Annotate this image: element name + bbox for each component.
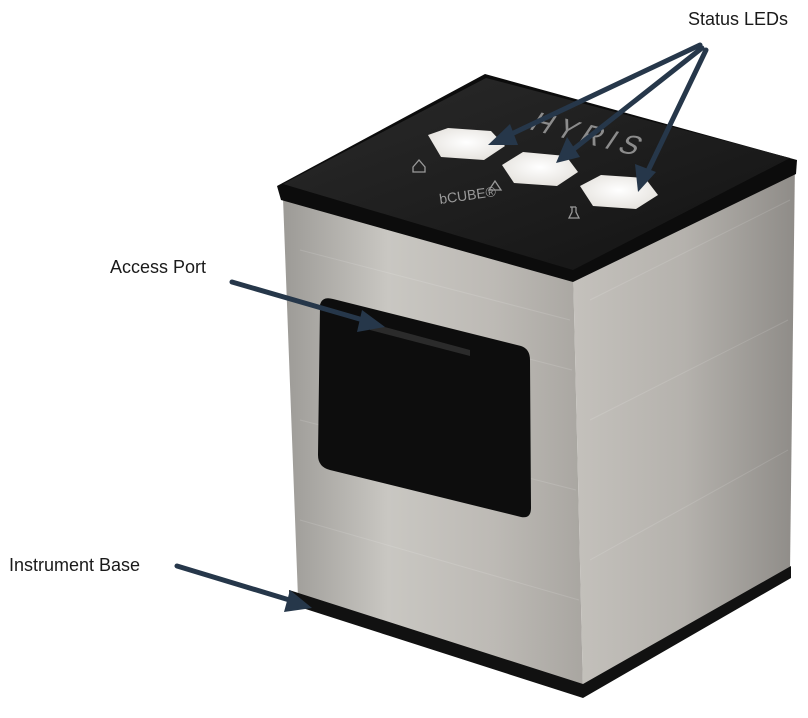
access-port-label: Access Port xyxy=(110,257,207,277)
status-leds-arrowheads xyxy=(488,124,656,192)
home-icon xyxy=(412,159,426,173)
instrument-base xyxy=(289,566,791,698)
access-port-arrow xyxy=(229,279,385,332)
instrument-base-label: Instrument Base xyxy=(9,555,141,575)
instrument-base-arrow xyxy=(174,563,312,612)
model-label: bCUBE® xyxy=(438,183,497,207)
status-leds-arrows xyxy=(502,42,709,180)
warning-icon xyxy=(487,179,503,191)
flask-icon xyxy=(567,206,581,219)
status-leds-label: Status LEDs xyxy=(688,9,789,29)
access-port-slot xyxy=(370,323,470,356)
cube-side-face xyxy=(573,160,795,690)
status-led-1 xyxy=(428,128,505,160)
access-port xyxy=(318,298,531,518)
model-text: bCUBE® xyxy=(438,183,497,207)
